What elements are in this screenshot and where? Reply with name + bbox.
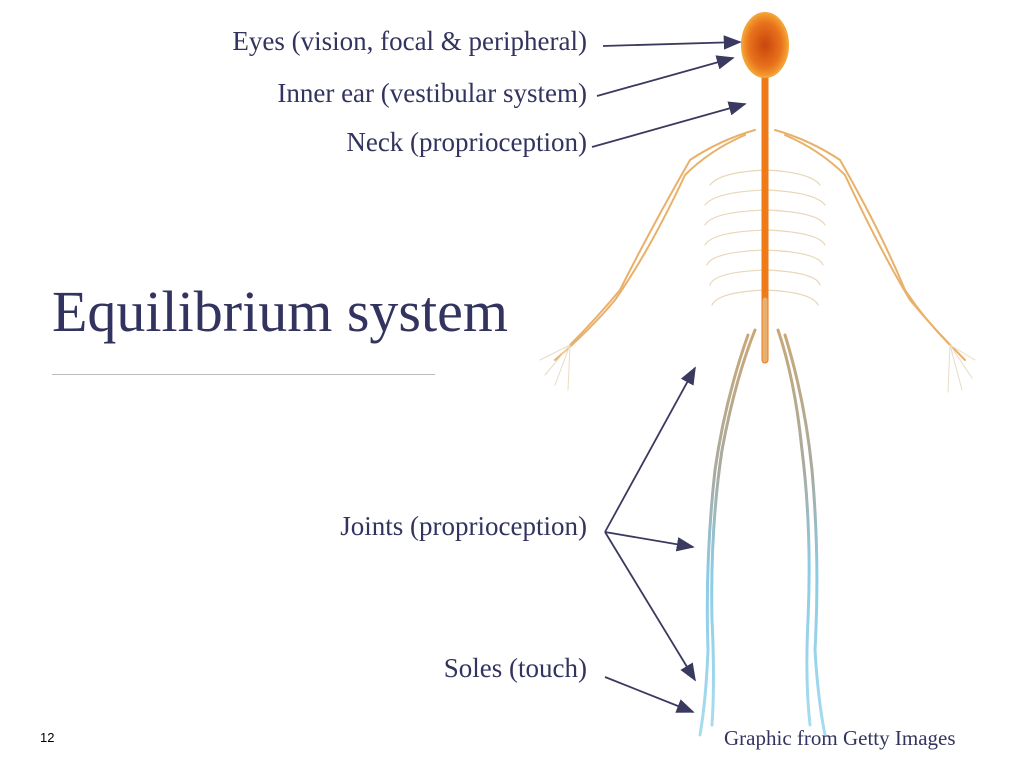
pointer-arrows xyxy=(591,35,747,713)
arrow-joints-ankle xyxy=(604,531,696,682)
label-inner-ear: Inner ear (vestibular system) xyxy=(277,78,587,108)
slide-title: Equilibrium system xyxy=(52,279,508,344)
image-credit: Graphic from Getty Images xyxy=(724,726,956,750)
arrow-eyes xyxy=(602,35,742,50)
label-neck: Neck (proprioception) xyxy=(346,127,587,157)
arrow-inner-ear xyxy=(596,55,735,97)
label-soles: Soles (touch) xyxy=(443,653,587,683)
arm-nerves xyxy=(554,129,966,361)
arrow-joints-hip xyxy=(604,366,696,533)
arrow-soles xyxy=(604,676,695,713)
arrow-neck xyxy=(591,101,747,148)
hand-nerves xyxy=(539,344,976,393)
body-nerves xyxy=(539,12,976,737)
rib-nerves xyxy=(704,169,826,306)
leg-nerves xyxy=(698,328,827,737)
arrow-joints-knee xyxy=(604,531,695,552)
title-divider xyxy=(52,374,435,375)
page-number: 12 xyxy=(40,730,55,745)
label-eyes: Eyes (vision, focal & peripheral) xyxy=(232,26,587,56)
brain xyxy=(741,12,789,78)
label-joints: Joints (proprioception) xyxy=(340,511,587,541)
